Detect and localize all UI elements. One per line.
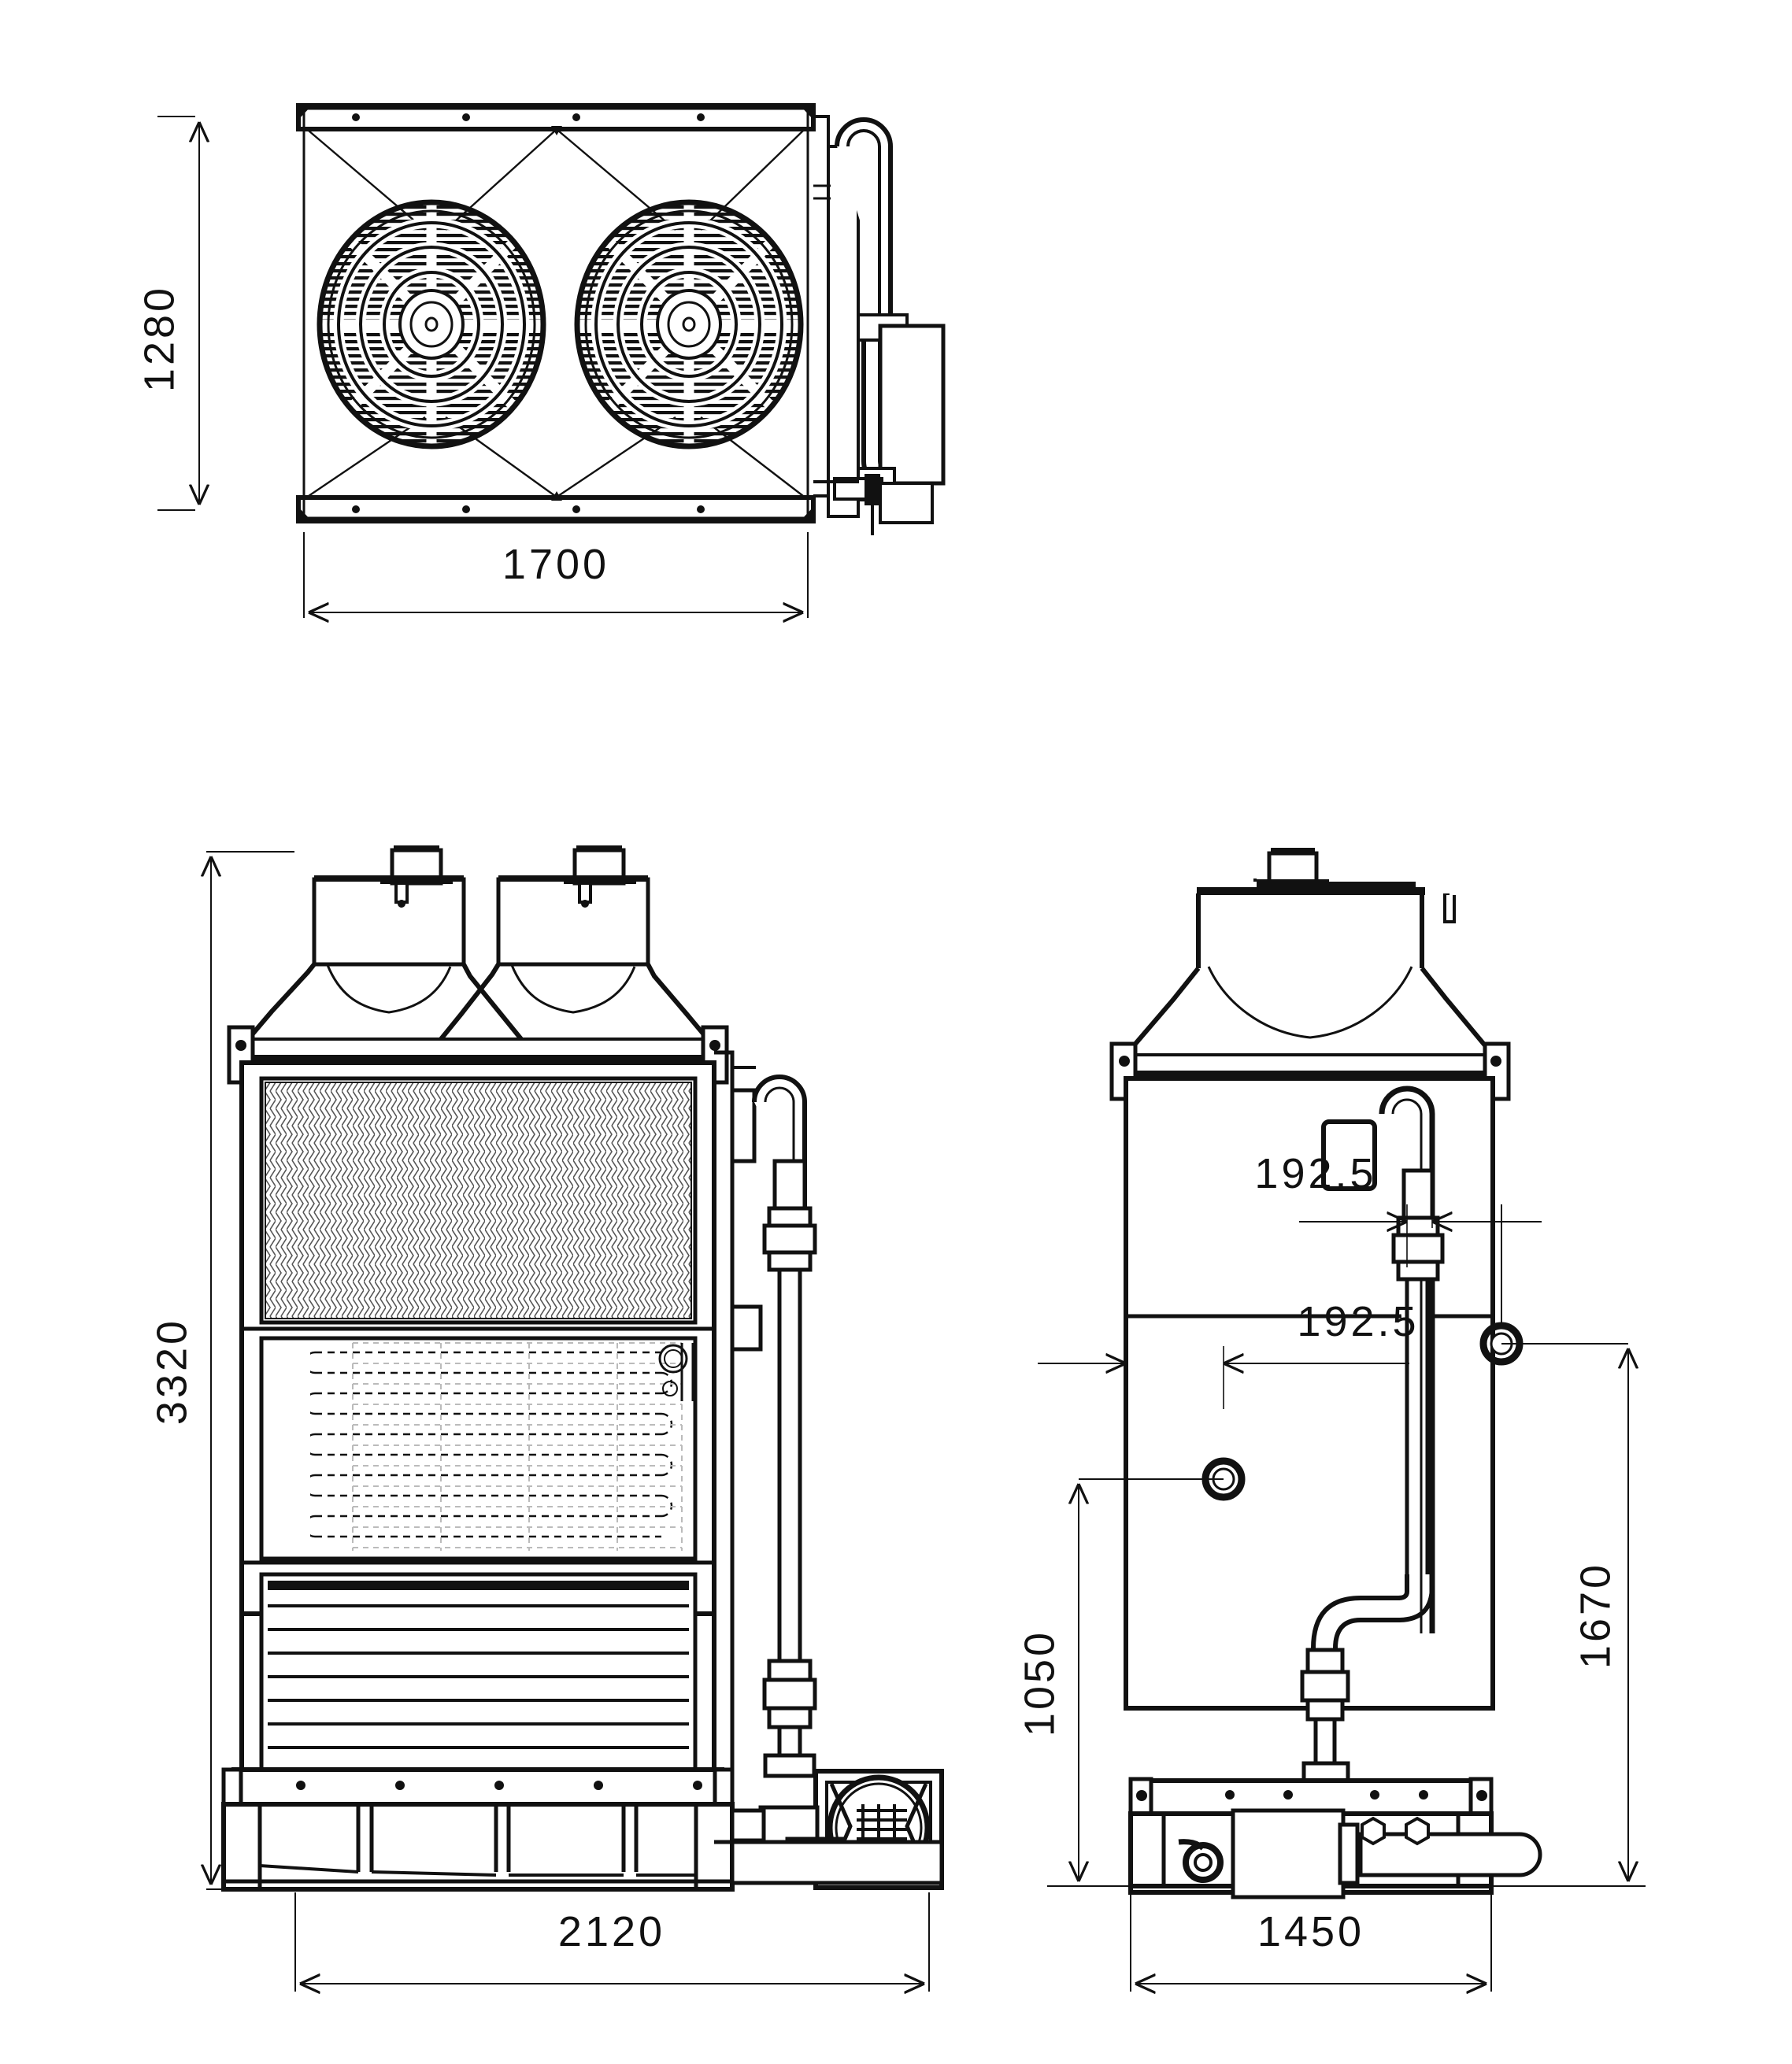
top-view-casing <box>296 103 816 523</box>
top-view-pipework <box>813 115 946 535</box>
dimension-1700-label: 1700 <box>502 541 609 588</box>
top-view: 1280 1700 <box>135 103 946 618</box>
louvre-bank <box>259 1572 698 1774</box>
dimension-1050-label: 1050 <box>1016 1629 1063 1737</box>
dimension-192-5-lower-label: 192.5 <box>1297 1298 1419 1345</box>
front-casing-top <box>227 1025 729 1085</box>
dimension-1670-label: 1670 <box>1572 1562 1619 1669</box>
port-leaders <box>1079 1204 1628 1480</box>
dimension-3320-label: 3320 <box>148 1318 195 1425</box>
side-view: 192.5 192.5 1050 1670 <box>1016 848 1646 1992</box>
dimension-1280: 1280 <box>135 116 199 511</box>
front-view: 3320 2120 <box>148 845 944 1992</box>
coil-pack <box>259 1336 698 1561</box>
dimension-1670: 1670 <box>1491 1348 1646 1887</box>
dimension-192-5-upper-label: 192.5 <box>1254 1150 1376 1197</box>
dimension-1450: 1450 <box>1130 1889 1492 1992</box>
fan-stacks <box>243 845 713 1053</box>
dimension-3320: 3320 <box>148 851 294 1890</box>
fan-guard-right <box>574 199 804 449</box>
dimension-1700: 1700 <box>303 532 809 618</box>
dimension-192-5-upper: 192.5 <box>1254 1150 1542 1267</box>
drift-eliminator-panel <box>259 1076 698 1325</box>
side-base-frame <box>1128 1777 1542 1899</box>
dimension-192-5-lower: 192.5 <box>1038 1298 1419 1409</box>
dimension-1450-label: 1450 <box>1257 1908 1364 1955</box>
dimension-2120: 2120 <box>294 1892 930 1992</box>
base-frame <box>221 1767 735 1892</box>
fan-guard-left <box>317 199 546 449</box>
dimension-1280-label: 1280 <box>135 285 183 392</box>
dimension-2120-label: 2120 <box>558 1908 665 1955</box>
dimension-1050: 1050 <box>1016 1484 1131 1887</box>
front-view-pipework <box>714 1050 944 1890</box>
